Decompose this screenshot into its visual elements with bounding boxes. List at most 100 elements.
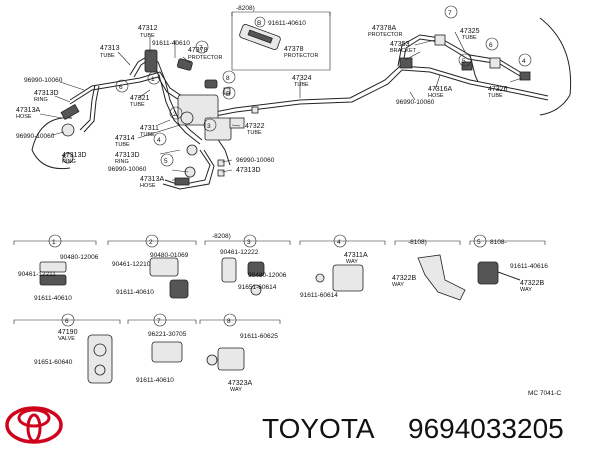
inset-protector-drawing	[239, 24, 281, 50]
dl-47323a: 47323A	[228, 380, 252, 387]
callout-b-1: B	[226, 91, 230, 98]
label-47353-sub: BRACKET	[390, 48, 417, 54]
detail-row-1: 1 2 3 -8208) 4 -8108) 5 8108- 90480-1200…	[13, 233, 548, 302]
dl-90480-12006-a: 90480-12006	[60, 254, 99, 261]
dl-91611-40610-c: 91611-40610	[136, 377, 174, 384]
label-47316a-sub: HOSE	[428, 93, 444, 99]
label-hose-a: HOSE	[16, 114, 32, 120]
label-91611-40610-a: 91611-40610	[152, 40, 190, 47]
label-47312: 47312	[138, 25, 158, 32]
label-ring-b: RING	[62, 159, 76, 165]
leader-lines	[39, 31, 523, 181]
toyota-logo-icon	[5, 406, 63, 444]
label-47378: 47378	[188, 47, 208, 54]
label-47313a-b: 47313A	[140, 176, 164, 183]
label-96990-e: 96990-10060	[396, 99, 435, 106]
label-47312-sub: TUBE	[140, 33, 155, 39]
clamp-3-part	[221, 257, 237, 283]
callout-5: 5	[164, 158, 168, 165]
dl-47190-sub: VALVE	[58, 336, 75, 342]
label-47313-sub: TUBE	[100, 53, 115, 59]
valve-part	[87, 334, 113, 384]
dl-91611-40616: 91611-40616	[510, 263, 548, 270]
group-8-num: 8	[227, 318, 231, 325]
label-47311: 47311	[140, 125, 159, 132]
label-ring-c: RING	[115, 159, 129, 165]
dl-91651-60640: 91651-60640	[34, 359, 73, 366]
right-wheel-arc	[539, 17, 572, 96]
dl-47322b-b: 47322B	[520, 280, 544, 287]
bracket-part	[399, 57, 413, 69]
dl-47323a-sub: WAY	[230, 387, 242, 393]
clamp-2-part	[149, 257, 179, 277]
way-4-part	[332, 264, 364, 292]
label-47321: 47321	[130, 95, 150, 102]
inset-date-note: -8208)	[236, 5, 255, 12]
label-47313d-c: 47313D	[115, 152, 140, 159]
callout-r-6: 6	[489, 42, 493, 49]
label-47322: 47322	[245, 123, 265, 130]
group-5a-date: -8108)	[408, 239, 427, 246]
inset-bracket	[231, 11, 331, 16]
group-4-num: 4	[337, 239, 341, 246]
label-96990-d: 96990-10060	[236, 157, 275, 164]
label-47322-sub: TUBE	[247, 130, 262, 136]
dl-47322b-a: 47322B	[392, 275, 416, 282]
group-3-date: -8208)	[212, 233, 231, 240]
group-3-num: 3	[247, 239, 251, 246]
dl-90480-01069: 90480-01069	[150, 252, 189, 259]
dl-90461-12210: 90461-12210	[112, 261, 151, 268]
diagram-code: MC 7041-C	[528, 390, 562, 397]
dl-91651-60614: 91651-60614	[238, 284, 277, 291]
label-47378-inset: 47378	[284, 46, 304, 53]
group-5b-date: 8108-	[490, 239, 507, 246]
dl-90461-12211: 90461-12211	[18, 271, 56, 278]
dl-47311a: 47311A	[344, 252, 368, 259]
label-47321-sub: TUBE	[130, 102, 145, 108]
way-8-part	[217, 347, 245, 371]
dl-91611-60625: 91611-60625	[240, 333, 278, 340]
label-47378-inset-sub: PROTECTOR	[284, 53, 318, 59]
label-47325-sub: TUBE	[462, 35, 477, 41]
main-part-labels: 47313 TUBE 47312 TUBE 91611-40610 47378 …	[16, 5, 508, 189]
callout-b-2: B	[257, 20, 261, 27]
label-ring-a: RING	[34, 97, 48, 103]
label-47313d-a: 47313D	[34, 90, 59, 97]
callout-1: 1	[151, 76, 155, 83]
clamp-1-part	[39, 261, 67, 273]
callouts-right: 7 6 5 4	[444, 5, 532, 67]
group-1-num: 1	[52, 239, 56, 246]
dl-47190: 47190	[58, 329, 78, 336]
label-47314-sub: TUBE	[115, 142, 130, 148]
ring-fitting	[61, 123, 75, 137]
brake-tube-main	[69, 65, 549, 113]
dl-47322b-a-sub: WAY	[392, 282, 404, 288]
label-47313a-a: 47313A	[16, 107, 40, 114]
dl-47322b-b-sub: WAY	[520, 287, 532, 293]
label-47316a: 47316A	[428, 86, 452, 93]
label-47311-sub: TUBE	[140, 132, 155, 138]
label-96990-c: 96990-10060	[108, 166, 147, 173]
callout-7: 7	[199, 45, 203, 52]
label-47326-sub: TUBE	[488, 93, 503, 99]
label-47378a-sub: PROTECTOR	[368, 32, 402, 38]
group-6-num: 6	[65, 318, 69, 325]
label-47353: 47353	[390, 41, 410, 48]
label-47378a: 47378A	[372, 25, 396, 32]
brand-name: TOYOTA	[262, 413, 375, 444]
label-47314: 47314	[115, 135, 135, 142]
callout-r-5: 5	[462, 58, 466, 65]
dl-91611-40610-b: 91611-40610	[116, 289, 154, 296]
label-47378-sub: PROTECTOR	[188, 55, 222, 61]
dl-96221-30705: 96221-30705	[148, 331, 187, 338]
label-47313d-d: 47313D	[236, 167, 261, 174]
dl-47311a-sub: WAY	[346, 259, 358, 265]
dl-90480-12006-b: 90480-12006	[248, 272, 287, 279]
callout-8: 8	[226, 75, 230, 82]
way-5a-part	[417, 254, 466, 301]
callout-r-4: 4	[522, 58, 526, 65]
detail-row-2: 6 7 8 47190 VALVE 91651-60640 96221-3070…	[13, 313, 281, 393]
label-47313d-b: 47313D	[62, 152, 87, 159]
dl-91611-40610-a: 91611-40610	[34, 295, 72, 302]
